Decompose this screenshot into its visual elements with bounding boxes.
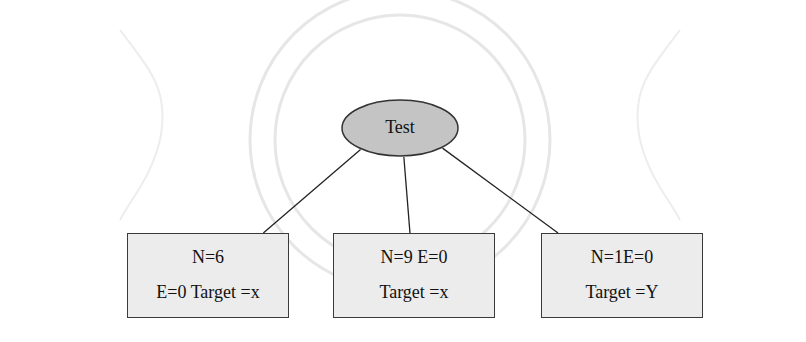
leaf-box: N=9 E=0Target =x bbox=[333, 233, 495, 318]
node-text: N=1E=0 bbox=[591, 247, 653, 269]
tree-branch bbox=[263, 150, 360, 233]
node-text: E=0 Target =x bbox=[156, 282, 259, 304]
test-ellipse: Test bbox=[341, 99, 459, 157]
node-text: N=6 bbox=[192, 247, 224, 269]
node-text: Test bbox=[385, 117, 415, 139]
leaf-box: N=6E=0 Target =x bbox=[127, 233, 289, 318]
tree-branch bbox=[443, 148, 559, 233]
node-text: Target =x bbox=[379, 282, 448, 304]
node-text: N=9 E=0 bbox=[381, 247, 448, 269]
leaf-box: N=1E=0Target =Y bbox=[541, 233, 703, 318]
node-text: Target =Y bbox=[585, 282, 658, 304]
tree-branch bbox=[404, 157, 410, 233]
